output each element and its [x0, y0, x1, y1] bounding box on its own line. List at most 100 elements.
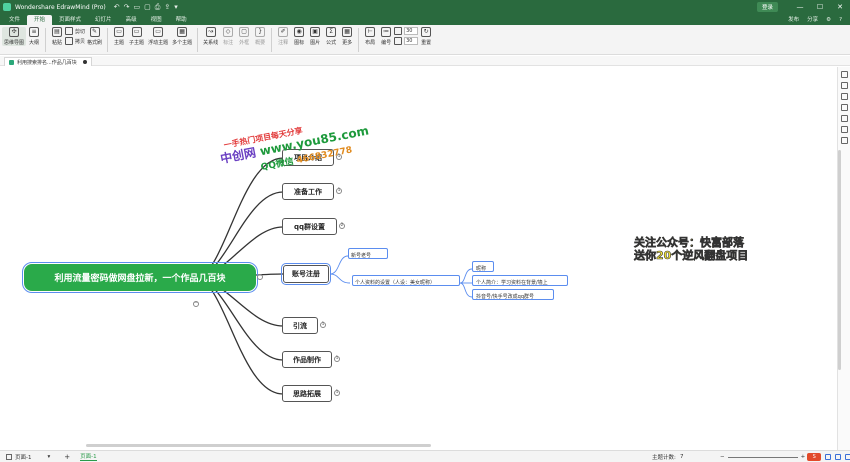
numbering-button[interactable]: ≔ 编号	[381, 27, 392, 46]
clipart-panel-icon[interactable]	[840, 104, 848, 111]
menu-help[interactable]: 帮助	[175, 17, 187, 23]
subtopic-new-old-account[interactable]: 新号老号	[351, 253, 372, 259]
outline-view-button[interactable]: ≡ 大纲	[29, 27, 40, 46]
subtopic-nickname[interactable]: 昵称	[476, 266, 487, 272]
topic-preparation[interactable]: 准备工作	[282, 183, 334, 200]
document-tab-bar: 利用搜索排名...作品几百块	[0, 56, 850, 66]
close-button[interactable]: ✕	[837, 3, 843, 11]
menu-home[interactable]: 开始	[27, 15, 53, 25]
zoom-control[interactable]: − + S	[720, 453, 850, 461]
ime-logo-icon[interactable]: S	[807, 453, 822, 461]
horizontal-spacing-input[interactable]: 30	[404, 27, 419, 35]
floating-topic-button[interactable]: ▭ 浮动主题	[148, 27, 169, 46]
topic-account-registration[interactable]: 账号注册	[281, 263, 331, 285]
vertical-scrollbar[interactable]	[838, 150, 841, 370]
undo-icon[interactable]: ↶	[113, 3, 120, 11]
summary-button[interactable]: } 概要	[255, 27, 266, 46]
boundary-button[interactable]: ▢ 外框	[239, 27, 250, 46]
root-collapse-toggle-icon[interactable]: −	[193, 301, 199, 307]
layout-button[interactable]: ⊢ 布局	[365, 27, 376, 46]
multiple-topics-button[interactable]: ▦ 多个主题	[172, 27, 193, 46]
relationship-button[interactable]: ↝ 关系线	[203, 27, 219, 46]
redo-icon[interactable]: ↷	[123, 3, 130, 11]
page-selector[interactable]: 页面-1	[6, 453, 31, 461]
icon-panel-icon[interactable]	[840, 93, 848, 100]
tray-lang-icon[interactable]	[825, 454, 832, 460]
copy-button[interactable]: 拷贝	[65, 37, 85, 45]
root-expand-toggle-icon[interactable]: −	[257, 274, 263, 280]
topic-content-production[interactable]: 作品制作	[282, 351, 332, 368]
comment-panel-icon[interactable]	[840, 137, 848, 144]
callout-button[interactable]: ◇ 标注	[223, 27, 234, 46]
topic-expand-icon[interactable]: 1	[336, 154, 342, 160]
zoom-out-icon[interactable]: −	[720, 454, 725, 460]
cut-button[interactable]: 剪切	[65, 27, 85, 35]
note-button[interactable]: ✐ 注释	[278, 27, 289, 46]
mindmap-icon: ✣	[9, 27, 19, 37]
format-panel-icon[interactable]	[840, 71, 848, 78]
paste-button[interactable]: ▤ 粘贴	[52, 27, 63, 46]
tray-mic-icon[interactable]	[835, 454, 842, 460]
subtopic-profile-settings[interactable]: 个人资料的设置（人设：美女昵称）	[355, 280, 436, 286]
menu-file[interactable]: 文件	[9, 17, 21, 23]
publish-button[interactable]: 发布	[788, 17, 800, 23]
share-button[interactable]: 分享	[807, 17, 819, 23]
document-tab[interactable]: 利用搜索排名...作品几百块	[4, 57, 92, 66]
title-bar: Wondershare EdrawMind (Pro) ↶ ↷ ▭ ▢ ⎙ ⇪ …	[0, 0, 850, 14]
subtopic-frame	[472, 275, 568, 286]
topic-qq-group-setup[interactable]: qq群设置	[282, 218, 337, 235]
mindmap-canvas[interactable]: −	[0, 67, 836, 450]
horizontal-scrollbar[interactable]	[86, 444, 431, 447]
root-topic[interactable]: 利用流量密码做网盘拉新，一个作品几百块	[22, 262, 258, 293]
menu-page-style[interactable]: 页面样式	[59, 17, 82, 23]
reset-button[interactable]: ↻ 重置	[421, 27, 432, 46]
login-button[interactable]: 登录	[756, 2, 778, 12]
vertical-spacing-input[interactable]: 30	[404, 37, 419, 45]
topic-expand-icon[interactable]: 2	[339, 223, 345, 229]
topic-project-intro[interactable]: 项目介绍	[282, 149, 334, 166]
zoom-in-icon[interactable]: +	[800, 454, 806, 460]
topic-idea-expansion[interactable]: 思路拓展	[282, 385, 332, 402]
zoom-slider[interactable]	[727, 456, 798, 458]
subtopic-frame	[348, 248, 388, 259]
topic-button[interactable]: ▭ 主题	[114, 27, 125, 46]
topic-expand-icon[interactable]: 1	[334, 390, 340, 396]
subtopic-button[interactable]: ▭ 子主题	[129, 27, 145, 46]
more-button[interactable]: ▦ 更多	[342, 27, 353, 46]
help-icon[interactable]: ?	[839, 17, 842, 23]
page-dropdown-icon[interactable]: ▾	[47, 453, 51, 460]
app-logo-icon	[3, 3, 11, 11]
outline-panel-icon[interactable]	[840, 115, 848, 122]
topic-traffic[interactable]: 引流	[282, 317, 318, 334]
add-page-icon[interactable]: +	[64, 452, 71, 461]
topic-expand-icon[interactable]: 1	[320, 322, 326, 328]
settings-icon[interactable]: ⚙	[826, 17, 832, 23]
page-tab[interactable]: 页面-1	[80, 454, 97, 461]
save-icon[interactable]: ▭	[133, 3, 141, 11]
icon-button[interactable]: ◉ 图标	[294, 27, 305, 46]
format-painter-button[interactable]: ✎ 格式刷	[87, 27, 103, 46]
maximize-button[interactable]: ☐	[816, 3, 824, 11]
menu-advanced[interactable]: 高级	[125, 17, 137, 23]
task-panel-icon[interactable]	[840, 126, 848, 133]
menu-slides[interactable]: 幻灯片	[95, 17, 112, 23]
tray-keyboard-icon[interactable]	[845, 454, 850, 460]
open-icon[interactable]: ▢	[144, 3, 151, 11]
icon-library-icon: ◉	[294, 27, 305, 37]
topic-expand-icon[interactable]: 1	[334, 356, 340, 362]
topic-expand-icon[interactable]: 1	[336, 188, 342, 194]
minimize-button[interactable]: —	[796, 3, 804, 11]
subtopic-douyin-id[interactable]: 抖音号/快手号改成qq群号	[476, 294, 535, 300]
style-panel-icon[interactable]	[840, 82, 848, 89]
image-button[interactable]: ▣ 图片	[310, 27, 321, 46]
quick-access-more-icon[interactable]: ▾	[174, 3, 178, 11]
formula-button[interactable]: Σ 公式	[326, 27, 337, 46]
status-bar: 页面-1 ▾ + 页面-1 主题计数: 7 − + S	[0, 450, 850, 462]
export-icon[interactable]: ⇪	[164, 3, 171, 11]
print-icon[interactable]: ⎙	[154, 2, 161, 11]
subtopic-bio[interactable]: 个人简介：学习资料在背景/墙上	[476, 280, 548, 286]
unsaved-indicator-icon[interactable]	[82, 60, 87, 64]
mindmap-view-button[interactable]: ✣ 思维导图	[2, 27, 27, 46]
subtopic-frame	[352, 275, 460, 286]
menu-view[interactable]: 视图	[150, 17, 162, 23]
